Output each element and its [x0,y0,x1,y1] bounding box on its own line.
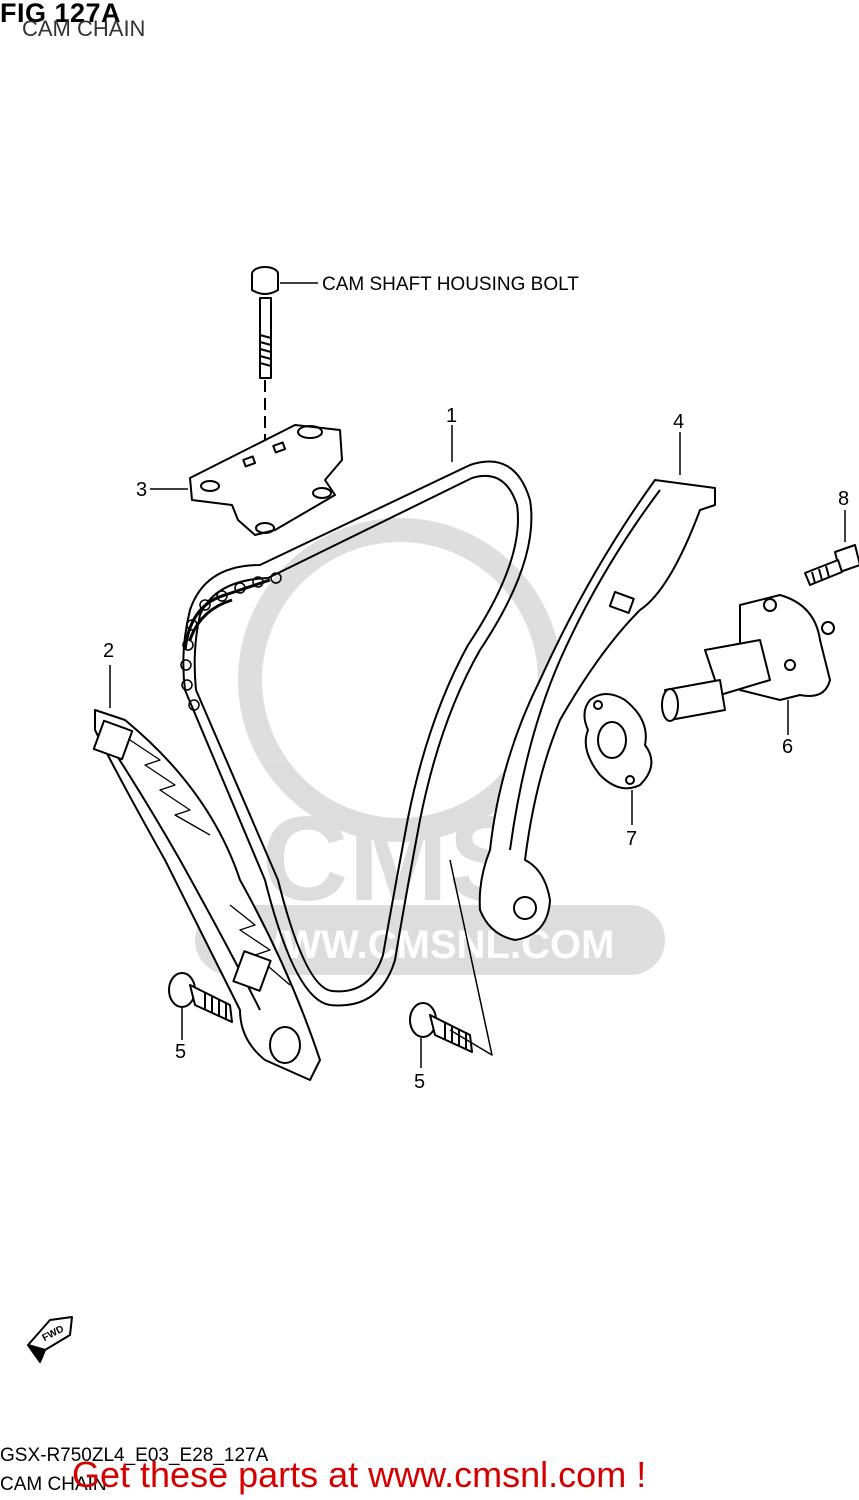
callout-bolt-label: CAM SHAFT HOUSING BOLT [322,274,579,295]
part-4-cam-chain-tensioner-guide[interactable] [478,479,716,941]
figure-name: CAM CHAIN [22,16,146,41]
callout-6: 6 [782,736,793,758]
figure-number: FIG 127A [0,0,122,28]
callout-2: 2 [103,640,114,662]
part-3-cam-chain-guide-upper[interactable] [189,424,343,536]
callout-5-left: 5 [175,1041,186,1063]
fwd-arrow-icon [27,1316,73,1363]
part-1-cam-chain[interactable] [180,460,533,1007]
watermark-url: WWW.CMSNL.COM [246,923,615,967]
part-5-guide-bolt-left[interactable] [168,972,233,1023]
part-2-cam-chain-guide[interactable] [92,709,321,1081]
part-8-tensioner-bolt[interactable] [804,544,859,586]
callout-3: 3 [136,479,147,501]
footer-ad-link[interactable]: Get these parts at www.cmsnl.com ! [72,1454,647,1495]
callout-4: 4 [673,411,684,433]
callout-7: 7 [626,828,637,850]
footer-diagram-code: GSX-R750ZL4_E03_E28_127A [0,1445,269,1466]
footer-diagram-name: CAM CHAIN [0,1474,107,1495]
part-6-cam-chain-tensioner-adjuster[interactable] [661,594,835,722]
callout-8: 8 [838,488,849,510]
callout-5-right: 5 [414,1071,425,1093]
callout-1: 1 [446,405,457,427]
part-5-guide-bolt-right[interactable] [409,1002,473,1053]
part-7-gasket[interactable] [583,693,653,790]
